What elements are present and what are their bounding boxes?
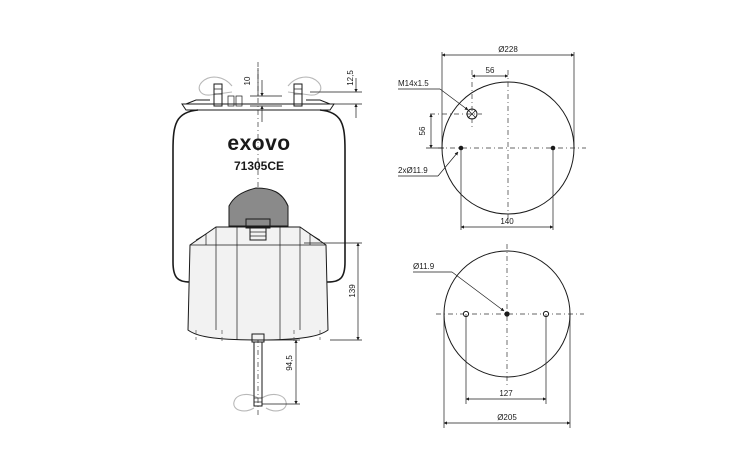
svg-text:56: 56 xyxy=(486,66,495,75)
center-bolt xyxy=(245,218,271,241)
thread-hole xyxy=(430,70,482,128)
dim-bottom-stud: 94,5 xyxy=(262,339,300,405)
dim-height: 139 xyxy=(304,242,362,341)
svg-text:Ø228: Ø228 xyxy=(498,45,518,54)
center-hole-leader: Ø11.9 xyxy=(413,262,505,312)
brand-logo: exovo xyxy=(227,132,290,155)
svg-text:12,5: 12,5 xyxy=(346,70,355,86)
top-studs xyxy=(213,83,303,107)
bumper xyxy=(228,187,289,227)
svg-text:139: 139 xyxy=(348,284,357,298)
side-view: exovo 71305CE xyxy=(172,62,362,418)
svg-text:Ø205: Ø205 xyxy=(497,413,517,422)
holes-leader: 2xØ11.9 xyxy=(398,151,459,177)
svg-text:127: 127 xyxy=(499,389,513,398)
bellow-outline xyxy=(172,109,346,283)
mounting-holes xyxy=(458,145,556,230)
bottom-holes xyxy=(462,310,550,404)
svg-text:10: 10 xyxy=(243,76,252,85)
svg-text:Ø11.9: Ø11.9 xyxy=(413,262,435,271)
dim-hole-spacing-top: 140 xyxy=(460,217,554,229)
dim-top-diameter: Ø228 xyxy=(441,45,575,148)
piston xyxy=(187,226,329,342)
top-hook-outline xyxy=(198,76,322,96)
svg-text:140: 140 xyxy=(500,217,514,226)
dim-hole-spacing-bottom: 127 xyxy=(465,389,547,401)
bottom-view: Ø11.9 127 Ø205 xyxy=(413,244,584,428)
bottom-hook-outline xyxy=(233,393,287,412)
svg-text:56: 56 xyxy=(418,126,427,135)
svg-text:94,5: 94,5 xyxy=(285,355,294,371)
dim-top-stud: 10 xyxy=(243,68,282,122)
top-plate-view: Ø228 56 56 M14x1.5 xyxy=(398,45,586,230)
svg-text:2xØ11.9: 2xØ11.9 xyxy=(398,166,428,175)
dim-offset-v: 56 xyxy=(418,113,444,149)
svg-text:M14x1.5: M14x1.5 xyxy=(398,79,429,88)
dim-top-plate: 12,5 xyxy=(310,70,362,118)
dim-offset-h: 56 xyxy=(471,66,509,78)
bottom-stud xyxy=(251,333,265,407)
dim-bottom-diameter: Ø205 xyxy=(443,314,571,428)
part-number: 71305CE xyxy=(234,159,284,173)
thread-leader: M14x1.5 xyxy=(398,79,469,111)
